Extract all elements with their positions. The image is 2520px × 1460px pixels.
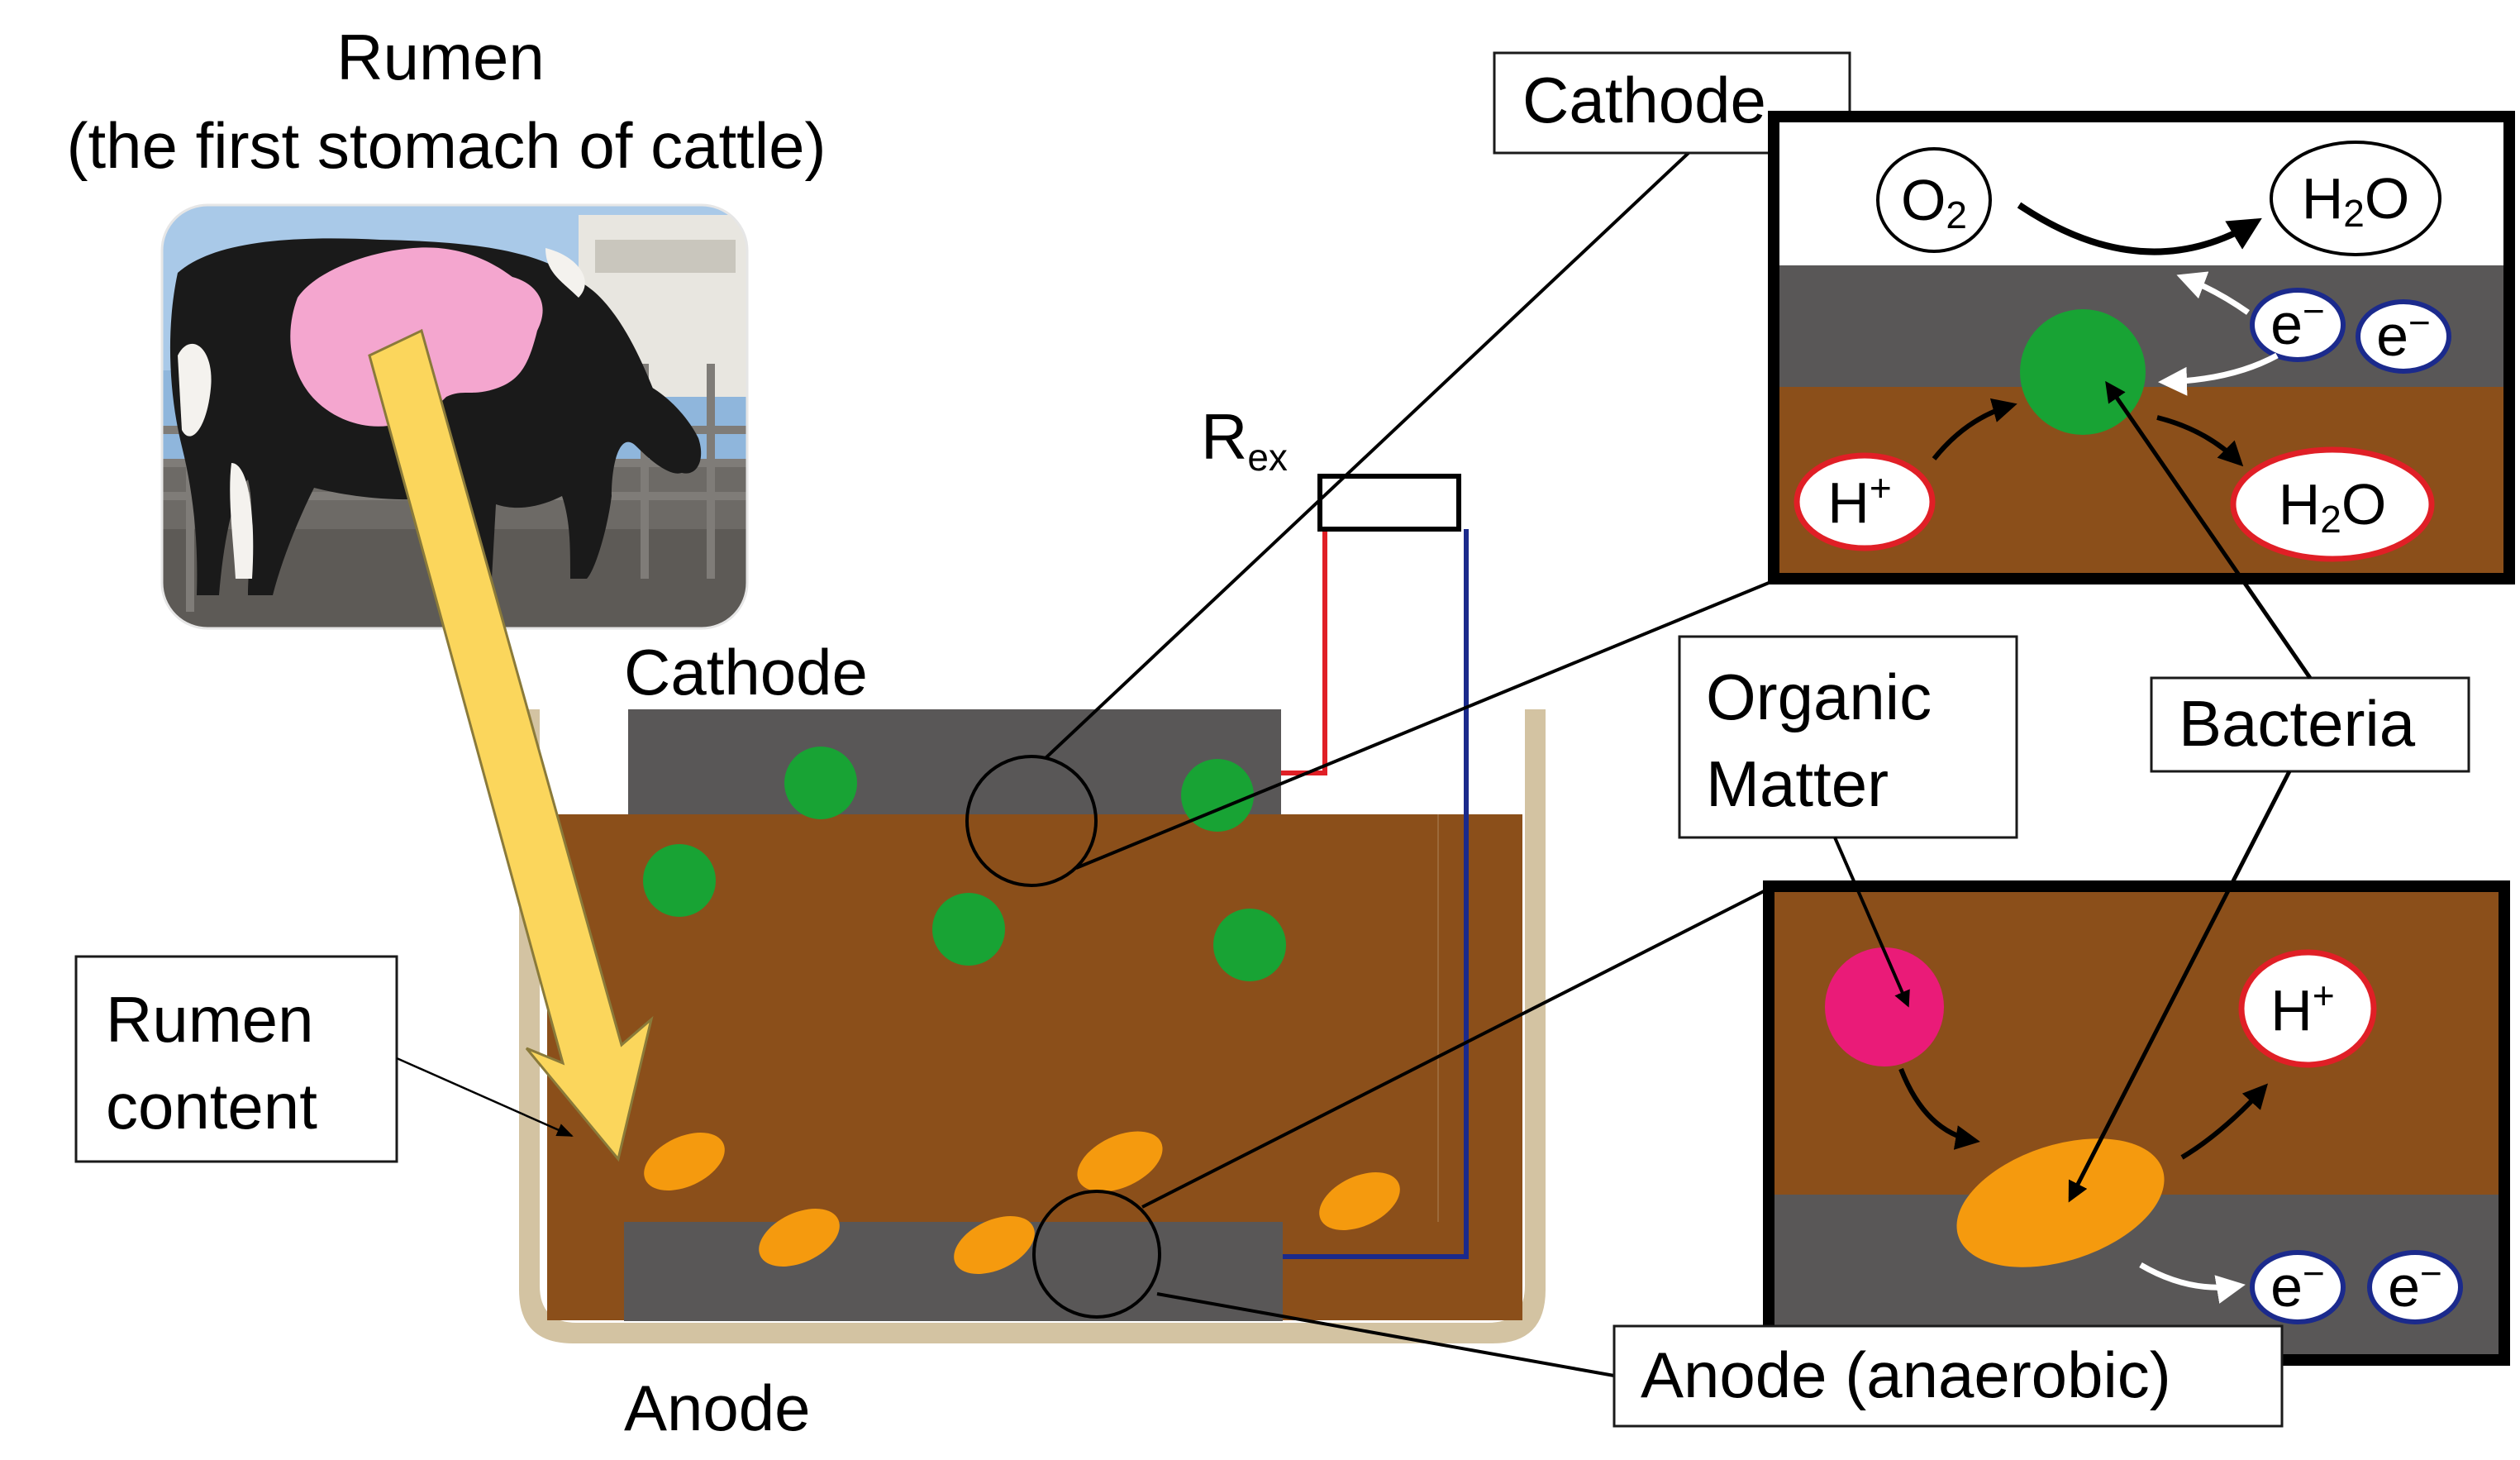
anode-reactor-label: Anode	[624, 1372, 811, 1444]
bacteria-to-anode-line	[2068, 770, 2292, 1203]
red-wire	[1281, 529, 1327, 775]
anode-bacteria-group	[644, 1131, 1400, 1274]
cathode-panel-bacterium	[2020, 309, 2146, 435]
cathode-detail-line	[1075, 581, 1770, 870]
yellow-arrow	[368, 328, 654, 1162]
rumen-content-pointer	[396, 1057, 574, 1138]
rumen-content-line-2: content	[106, 1070, 317, 1143]
orange-bacterium	[759, 1209, 840, 1267]
green-bacterium	[1213, 909, 1286, 981]
h2o-right-formula: H2O	[2279, 472, 2387, 541]
cathode-bacteria-group	[643, 747, 1286, 981]
anode-label-line	[1156, 1292, 1615, 1377]
h2o-top-bubble	[2270, 141, 2441, 256]
h2o-top-formula: H2O	[2302, 166, 2410, 235]
electron-to-bacterium-arrow	[2176, 271, 2251, 315]
cathode-reactor-label: Cathode	[624, 636, 868, 709]
electron-badge	[2250, 1250, 2346, 1324]
anode-panel-bacterium	[1956, 1138, 2165, 1267]
green-bacterium	[643, 844, 716, 917]
hplus-to-bacterium-arrow	[1932, 398, 2017, 460]
bacterium-to-hplus-arrow	[2180, 1083, 2269, 1160]
organic-matter-box	[1678, 635, 2018, 839]
o2-bubble	[1876, 147, 1992, 253]
rumen-content-box	[74, 955, 398, 1163]
reactor-container	[519, 709, 1546, 1343]
bacterium-to-electron-arrow	[2139, 1262, 2246, 1304]
electron-text: e−	[2270, 1252, 2325, 1319]
green-bacterium	[1181, 759, 1254, 832]
anode-detail-line	[1141, 887, 1770, 1209]
electron-badge	[2367, 1250, 2463, 1324]
rumen-content-line-1: Rumen	[106, 983, 313, 1056]
hplus-anode-badge	[2238, 949, 2377, 1068]
organic-matter-line-2: Matter	[1706, 747, 1889, 820]
anode-anaerobic-label: Anode (anaerobic)	[1641, 1338, 2171, 1411]
bacterium-to-h2o-arrow	[2156, 415, 2244, 467]
orange-bacterium	[954, 1216, 1035, 1274]
electron-badge	[2250, 288, 2346, 362]
bacteria-to-cathode-line	[2105, 380, 2313, 680]
anode-electrode	[624, 1222, 1283, 1321]
title-line-2: (the first stomach of cattle)	[67, 109, 827, 182]
external-circuit	[1281, 474, 1469, 1259]
orange-bacterium	[644, 1133, 725, 1190]
cathode-label-line	[1044, 151, 1690, 760]
blue-wire	[1283, 529, 1469, 1259]
rex-label: Rex	[1201, 400, 1288, 479]
cathode-top-label: Cathode	[1522, 64, 1766, 136]
electron-text: e−	[2270, 289, 2325, 356]
resistor	[1317, 474, 1461, 532]
orange-bacterium	[1319, 1172, 1400, 1230]
cathode-electrode	[628, 709, 1281, 814]
bacteria-label: Bacteria	[2179, 687, 2416, 760]
anode-callout-circle	[1032, 1190, 1161, 1319]
organic-matter-line-1: Organic	[1706, 661, 1932, 733]
title-line-1: Rumen	[336, 21, 544, 93]
electron-badge	[2356, 299, 2451, 374]
o2-formula: O2	[1901, 168, 1967, 236]
electron-text: e−	[2376, 301, 2431, 368]
organic-matter-pointer	[1833, 837, 1910, 1008]
hplus-anode-text: H+	[2270, 974, 2334, 1043]
electron-text: e−	[2388, 1252, 2442, 1319]
anode-anaerobic-box	[1613, 1324, 2284, 1428]
cathode-callout-circle	[965, 755, 1098, 887]
o2-to-h2o-arrow	[2017, 202, 2262, 255]
hplus-cathode-badge	[1794, 452, 1936, 551]
hplus-cathode-text: H+	[1827, 466, 1891, 535]
green-bacterium	[932, 893, 1005, 966]
orange-bacterium	[1077, 1131, 1163, 1192]
h2o-right-badge	[2230, 446, 2435, 562]
organic-to-bacterium-arrow	[1898, 1067, 1980, 1150]
electron-to-bacterium-arrow	[2158, 352, 2279, 396]
organic-matter-particle	[1825, 947, 1944, 1066]
green-bacterium	[784, 747, 857, 819]
